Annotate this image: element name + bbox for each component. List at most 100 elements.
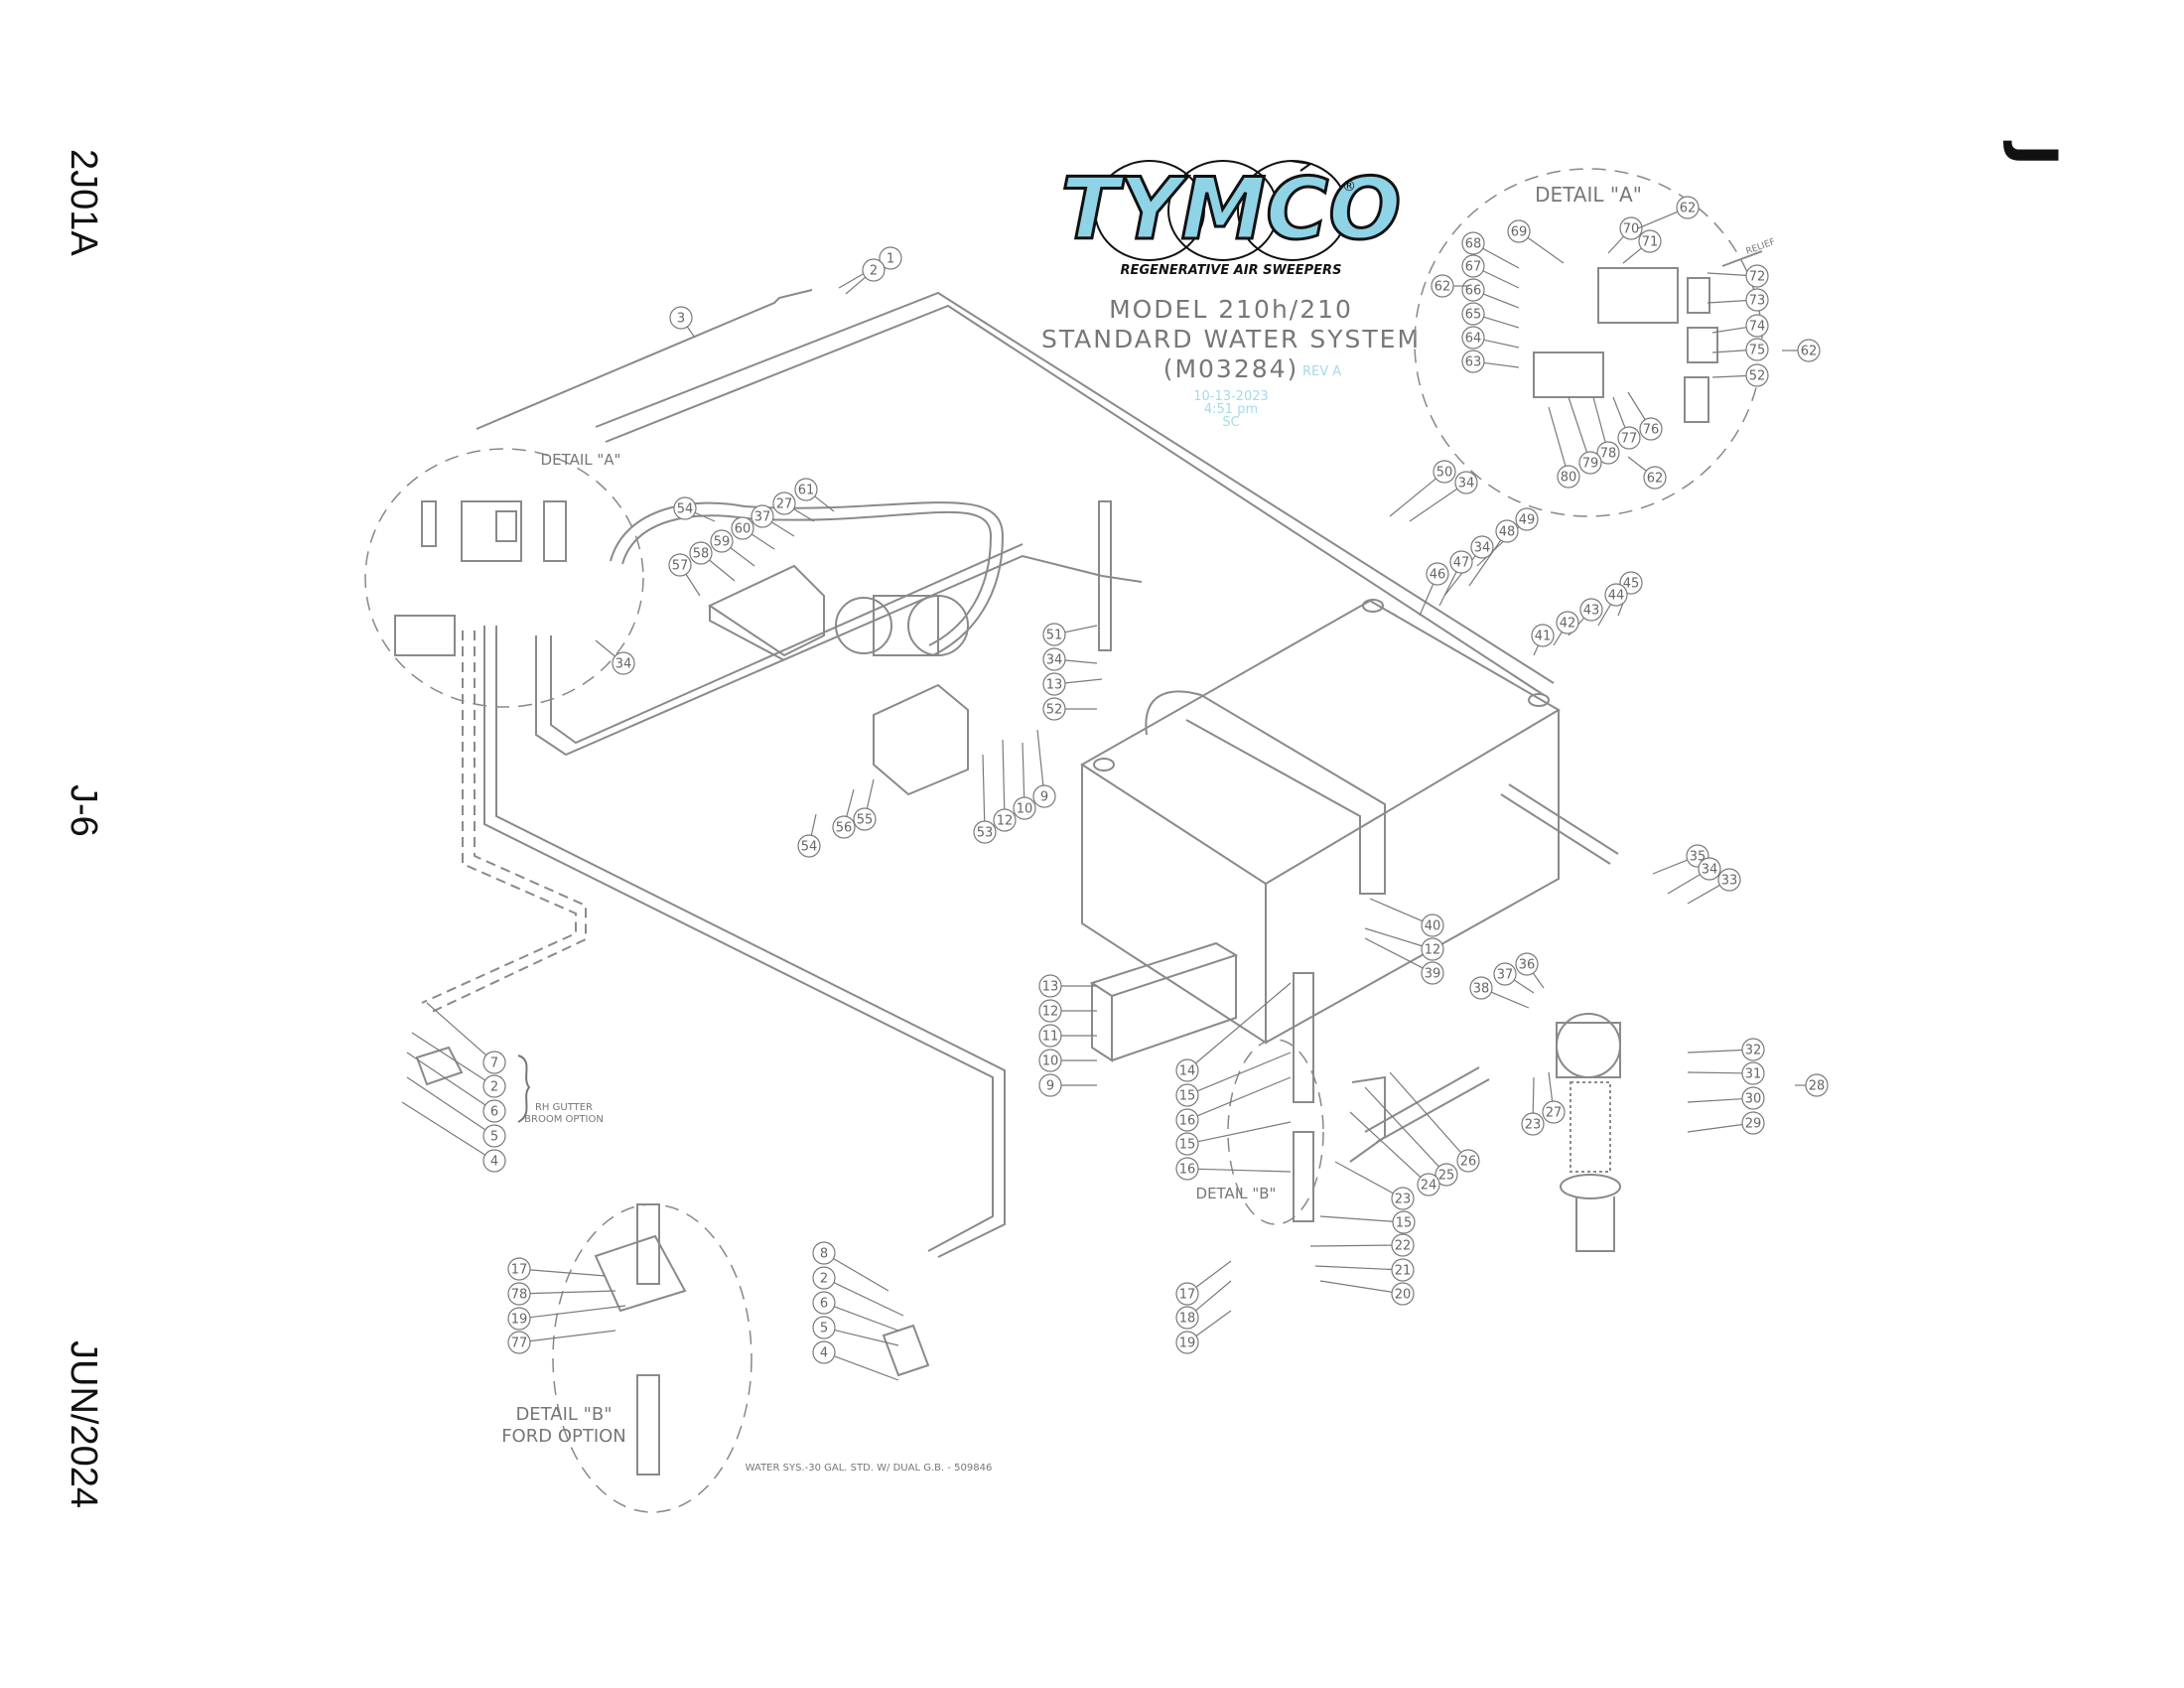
callout-number: 57	[672, 559, 689, 574]
callout-leader	[846, 788, 855, 817]
callout-10: 10	[1038, 1049, 1097, 1072]
callout-leader	[1197, 1121, 1292, 1143]
title-model: MODEL 210h/210	[1109, 295, 1353, 324]
callout-number: 25	[1438, 1169, 1455, 1184]
callout-number: 28	[1809, 1079, 1826, 1094]
callout-leader	[694, 511, 716, 522]
callout-circle	[1493, 962, 1517, 986]
callout-circle	[1507, 219, 1531, 243]
callout-number: 13	[1046, 678, 1063, 693]
callout-59: 59	[710, 529, 755, 567]
callout-circle	[853, 807, 877, 831]
callout-number: 64	[1465, 332, 1482, 347]
callout-44: 44	[1597, 583, 1628, 627]
callout-leader	[685, 573, 701, 597]
callout-28: 28	[1795, 1073, 1829, 1097]
callout-leader	[1196, 1052, 1292, 1092]
callout-number: 2	[820, 1272, 828, 1287]
rh-gutter-label: RH GUTTER	[535, 1102, 593, 1113]
callout-number: 42	[1560, 617, 1576, 632]
callout-circle	[1391, 1187, 1415, 1210]
callout-48: 48	[1468, 519, 1519, 587]
callout-6: 6	[812, 1291, 899, 1332]
callout-circle	[1175, 1282, 1199, 1306]
callout-leader	[1687, 884, 1720, 905]
callout-circle	[1391, 1233, 1415, 1257]
callout-15: 15	[1319, 1210, 1416, 1234]
callout-29: 29	[1687, 1111, 1765, 1135]
callout-40: 40	[1369, 898, 1444, 937]
callout-leader	[1706, 300, 1747, 304]
callout-leader	[814, 495, 835, 512]
callout-circle	[507, 1307, 531, 1331]
callout-leader	[1548, 406, 1567, 467]
callout-number: 37	[754, 510, 771, 525]
callout-leader	[686, 326, 696, 339]
callout-circle	[1391, 1258, 1415, 1282]
callout-number: 21	[1395, 1264, 1412, 1279]
callout-15: 15	[1175, 1052, 1292, 1107]
callout-circle	[1175, 1331, 1199, 1354]
callout-circle	[832, 815, 856, 839]
callout-leader	[1369, 898, 1424, 922]
callout-number: 3	[677, 312, 685, 327]
callout-circle	[1038, 974, 1062, 998]
callout-circle	[482, 1124, 506, 1148]
gutter-brace	[517, 1055, 531, 1123]
callout-79: 79	[1568, 396, 1602, 475]
callout-number: 48	[1499, 525, 1516, 540]
callout-number: 41	[1535, 630, 1552, 644]
callout-26: 26	[1389, 1071, 1480, 1173]
callout-number: 58	[693, 547, 710, 562]
callout-41: 41	[1531, 624, 1555, 656]
callout-circle	[812, 1241, 836, 1265]
callout-circle	[1042, 672, 1066, 696]
callout-leader	[1532, 972, 1545, 989]
callout-number: 69	[1511, 225, 1528, 240]
callout-77: 77	[507, 1330, 616, 1354]
callout-52: 52	[1711, 363, 1769, 387]
callout-leader	[1627, 391, 1646, 420]
callout-leader	[1568, 396, 1588, 453]
callout-circle	[1515, 507, 1539, 531]
callout-circle	[1426, 562, 1449, 586]
callout-leader	[595, 639, 615, 657]
callout-leader	[401, 1101, 486, 1156]
callout-2: 2	[411, 1032, 506, 1098]
callout-leader	[1195, 982, 1292, 1064]
callout-leader	[1334, 1161, 1394, 1195]
callout-circle	[812, 1340, 836, 1364]
callout-circle	[507, 1257, 531, 1281]
callout-circle	[993, 808, 1017, 832]
callout-circle	[1745, 288, 1769, 312]
callout-57: 57	[668, 553, 701, 597]
callout-circle	[1531, 624, 1555, 647]
detail-a-top-label: DETAIL "A"	[1535, 183, 1642, 207]
callout-number: 15	[1179, 1089, 1196, 1104]
callout-number: 16	[1179, 1114, 1196, 1129]
callout-circle	[507, 1331, 531, 1354]
callout-number: 78	[511, 1288, 528, 1303]
callout-circle	[1676, 196, 1700, 219]
title-initials: SC	[1222, 415, 1239, 430]
callout-63: 63	[1461, 350, 1520, 373]
callout-68: 68	[1461, 231, 1520, 269]
callout-number: 36	[1519, 958, 1536, 973]
callout-2: 2	[812, 1266, 904, 1317]
callout-34: 34	[1667, 857, 1721, 895]
callout-circle	[751, 504, 774, 528]
logo-tagline: REGENERATIVE AIR SWEEPERS	[1121, 263, 1342, 278]
callout-74: 74	[1711, 314, 1769, 338]
title-system: STANDARD WATER SYSTEM	[1041, 325, 1421, 353]
callout-number: 30	[1745, 1092, 1762, 1107]
callout-number: 9	[1046, 1079, 1054, 1094]
callout-circle	[668, 553, 692, 577]
callout-42: 42	[1553, 611, 1579, 646]
callout-leader	[845, 276, 867, 295]
callout-circle	[1433, 460, 1456, 484]
callout-number: 47	[1453, 556, 1470, 571]
callout-number: 34	[1046, 653, 1063, 668]
footer-part-text: WATER SYS.-30 GAL. STD. W/ DUAL G.B. - 5…	[746, 1463, 993, 1474]
callout-leader	[1064, 625, 1098, 633]
callout-leader	[1197, 1168, 1292, 1173]
